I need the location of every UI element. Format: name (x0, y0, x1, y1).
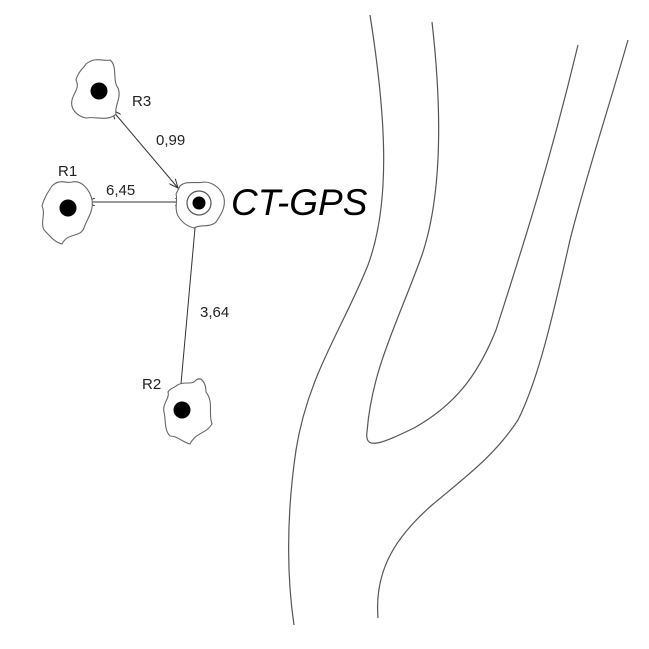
river-line-left (288, 14, 385, 626)
arrow-r2 (180, 217, 196, 395)
station-dot (173, 401, 191, 419)
arrow-r3 (112, 110, 178, 188)
station-dot (192, 196, 206, 210)
label-r2: R2 (142, 376, 161, 393)
station-r2 (163, 378, 213, 445)
label-r1: R1 (58, 163, 77, 180)
river-line-right (376, 39, 629, 619)
station-r1 (41, 181, 93, 245)
label-ct-gps: CT-GPS (231, 182, 368, 223)
river-lines (288, 14, 629, 626)
label-r3: R3 (132, 93, 151, 110)
station-dot (90, 82, 108, 100)
distance-arrows (86, 110, 196, 395)
station-r3 (71, 59, 120, 119)
station-dot (59, 199, 77, 217)
distance-label-r1: 6,45 (106, 182, 135, 199)
station-ct-gps (175, 181, 225, 229)
distance-label-r2: 3,64 (200, 304, 229, 321)
river-line-middle (366, 21, 579, 444)
distance-label-r3: 0,99 (156, 132, 185, 149)
